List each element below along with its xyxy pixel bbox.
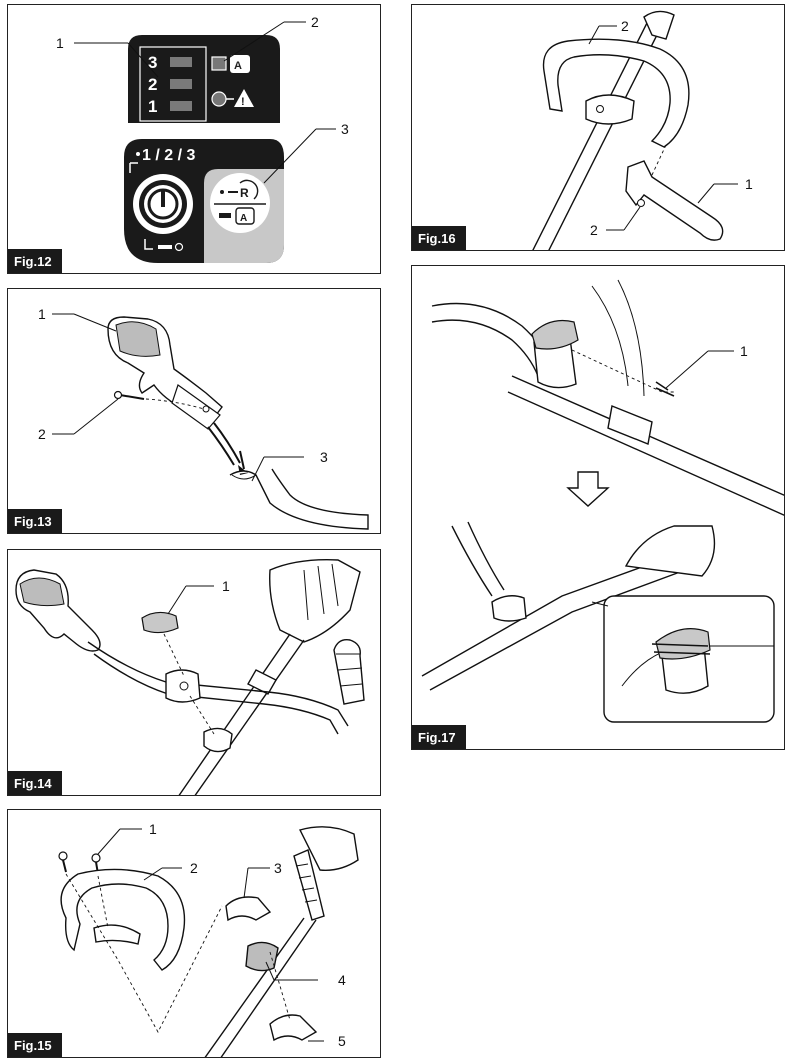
fig13-illustration: 1 2 3 [38, 306, 369, 530]
fig13-label: Fig.13 [8, 509, 62, 533]
speed-led-2 [170, 79, 192, 89]
fig17-label: Fig.17 [412, 725, 466, 749]
reverse-icon: R [240, 186, 249, 200]
figure-13: 1 2 3 Fig.13 [7, 288, 381, 534]
figure-16: 1 2 Fig.16 [411, 4, 785, 251]
speed-indicator-frame [139, 46, 207, 122]
callout-3: 3 [274, 860, 282, 876]
callout-1: 1 [38, 306, 46, 322]
callout-5: 5 [338, 1033, 346, 1049]
fig12-illustration: 3 2 1 A ! 1 / 2 / 3 R [56, 14, 349, 263]
fig16-illustration: 1 2 [532, 10, 753, 250]
speed-level-3: 3 [148, 53, 157, 72]
speed-led-3 [170, 57, 192, 67]
speed-switch-text: 1 / 2 / 3 [142, 147, 195, 164]
power-icon [147, 188, 179, 220]
callout-4: 4 [338, 972, 346, 988]
figure-12: 3 2 1 A ! 1 / 2 / 3 R [7, 4, 381, 274]
svg-text:!: ! [241, 96, 245, 108]
callout-2: 2 [190, 860, 198, 876]
callout-1: 1 [222, 578, 230, 594]
warning-icon [234, 89, 254, 107]
callout-2: 2 [38, 426, 46, 442]
warning-led [211, 91, 227, 107]
fig17-illustration: 1 [421, 279, 784, 723]
speed-level-2: 2 [148, 75, 157, 94]
speed-level-1: 1 [148, 97, 157, 116]
figure-14: 1 Fig.14 [7, 549, 381, 796]
figure-17: 1 Fig.17 [411, 265, 785, 750]
svg-text:A: A [234, 60, 242, 72]
auto-mode-led [211, 56, 227, 71]
svg-text:A: A [240, 213, 247, 224]
clamp-knob [141, 611, 179, 634]
barrier [625, 160, 724, 241]
down-arrow-icon [566, 471, 610, 507]
callout-2: 2 [590, 222, 598, 238]
auto-mode-icon [235, 207, 255, 225]
callout-2-top: 2 [621, 18, 629, 34]
callout-1: 1 [149, 821, 157, 837]
clamp-knob [531, 319, 579, 350]
callout-3: 3 [320, 449, 328, 465]
callout-2: 2 [311, 14, 319, 30]
fig16-label: Fig.16 [412, 226, 466, 250]
auto-mode-icon [230, 55, 250, 73]
fig14-label: Fig.14 [8, 771, 62, 795]
figure-15: 1 2 3 4 5 Fig.15 [7, 809, 381, 1058]
fig15-illustration: 1 2 3 4 5 [58, 821, 359, 1057]
callout-1: 1 [745, 176, 753, 192]
fig12-label: Fig.12 [8, 249, 62, 273]
speed-led-1 [170, 101, 192, 111]
fig15-label: Fig.15 [8, 1033, 62, 1057]
callout-1: 1 [56, 35, 64, 51]
callout-3: 3 [341, 121, 349, 137]
loop-handle [60, 868, 186, 971]
loop-handle [542, 38, 690, 148]
fig14-illustration: 1 [15, 559, 365, 795]
callout-1: 1 [740, 343, 748, 359]
fig16-extra-callouts: 2 [588, 18, 629, 45]
